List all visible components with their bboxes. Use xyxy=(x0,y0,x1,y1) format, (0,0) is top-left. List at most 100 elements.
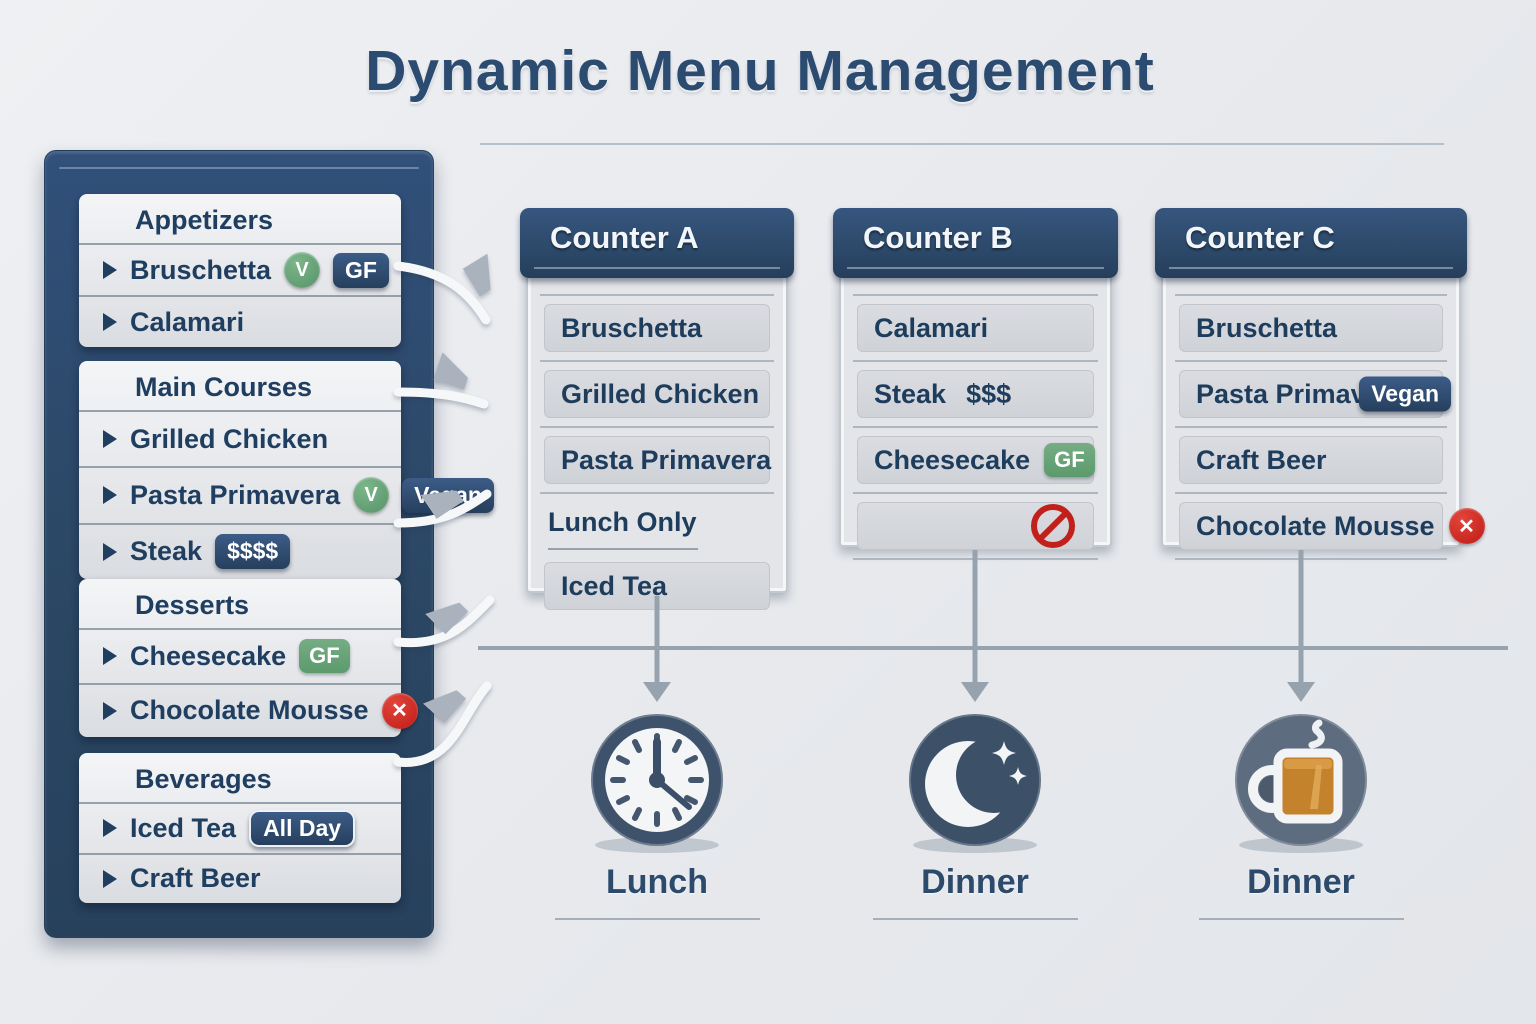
divider xyxy=(853,360,1098,362)
counter-item-blocked-slot[interactable] xyxy=(857,502,1094,550)
item-arrow-icon xyxy=(103,313,117,331)
down-arrowhead-b xyxy=(961,682,989,702)
panel-top-highlight xyxy=(59,167,419,169)
divider xyxy=(79,522,401,525)
menu-item-craft-beer[interactable]: Craft Beer xyxy=(79,855,401,904)
counter-item-chocolate-mousse[interactable]: Chocolate Mousse ✕ xyxy=(1179,502,1485,550)
menu-item-steak[interactable]: Steak $$$$ xyxy=(79,525,401,579)
counter-c-panel: Bruschetta Pasta Primavera Vegan Craft B… xyxy=(1155,208,1485,560)
divider xyxy=(1175,360,1447,362)
schedule-label: Dinner xyxy=(921,863,1029,901)
unavailable-badge: ✕ xyxy=(1448,508,1485,544)
divider xyxy=(853,558,1098,560)
unavailable-badge: ✕ xyxy=(381,692,418,729)
title-underline xyxy=(480,143,1444,145)
vegan-badge: Vegan xyxy=(1359,376,1451,412)
note-underline xyxy=(548,548,698,550)
divider xyxy=(853,294,1098,296)
divider xyxy=(540,426,774,428)
divider xyxy=(853,426,1098,428)
section-title: Appetizers xyxy=(135,205,274,235)
all-day-badge: All Day xyxy=(249,809,356,847)
menu-item-calamari[interactable]: Calamari xyxy=(79,297,401,347)
menu-item-iced-tea[interactable]: Iced Tea All Day xyxy=(79,804,401,853)
lunch-only-note: Lunch Only xyxy=(544,500,770,550)
divider xyxy=(1175,492,1447,494)
section-title: Beverages xyxy=(135,764,272,794)
item-arrow-icon xyxy=(103,486,117,505)
item-arrow-icon xyxy=(103,819,117,838)
menu-section-appetizers: Appetizers Bruschetta V GF Calamari xyxy=(79,194,401,347)
menu-item-grilled-chicken[interactable]: Grilled Chicken xyxy=(79,412,401,466)
header-underline xyxy=(1169,267,1453,269)
schedule-underline xyxy=(554,918,760,920)
counter-c-header: Counter C xyxy=(1155,208,1467,278)
counter-item-cheesecake[interactable]: Cheesecake GF xyxy=(857,436,1095,484)
down-arrowhead-a xyxy=(643,682,671,702)
divider xyxy=(853,492,1098,494)
counter-item-bruschetta[interactable]: Bruschetta xyxy=(1179,304,1443,352)
counter-item-pasta-primavera[interactable]: Pasta Primavera xyxy=(544,436,771,484)
item-arrow-icon xyxy=(103,261,117,279)
moon-icon xyxy=(909,714,1041,853)
menu-item-pasta-primavera[interactable]: Pasta Primavera V Vegan xyxy=(79,468,494,522)
schedule-underline xyxy=(1198,918,1404,920)
vegetarian-badge: V xyxy=(353,477,390,514)
divider xyxy=(79,466,401,469)
item-arrow-icon xyxy=(103,542,117,561)
divider xyxy=(1175,294,1447,296)
divider xyxy=(1175,426,1447,428)
page-title: Dynamic Menu Management xyxy=(365,39,1155,103)
section-title: Desserts xyxy=(135,590,250,620)
vegetarian-badge: V xyxy=(284,252,321,288)
menu-item-bruschetta[interactable]: Bruschetta V GF xyxy=(79,245,401,295)
counter-b-body: Calamari Steak $$$ Cheesecake GF xyxy=(839,272,1112,560)
menu-section-main-courses: Main Courses Grilled Chicken Pasta Prima… xyxy=(79,361,494,579)
counter-a-header: Counter A xyxy=(520,208,794,278)
divider xyxy=(79,852,401,855)
counter-item-steak[interactable]: Steak $$$ xyxy=(857,370,1094,418)
clock-icon xyxy=(591,714,723,853)
counter-c-body: Bruschetta Pasta Primavera Vegan Craft B… xyxy=(1161,272,1485,560)
divider xyxy=(79,628,401,630)
counter-a-panel: Bruschetta Grilled Chicken Pasta Primave… xyxy=(520,208,794,610)
schedule-dinner-c: Dinner xyxy=(1181,705,1421,920)
divider xyxy=(79,802,401,804)
header-underline xyxy=(534,267,780,269)
schedule-label: Dinner xyxy=(1247,863,1355,901)
master-menu-panel: Appetizers Bruschetta V GF Calamari Main… xyxy=(44,150,494,938)
menu-item-chocolate-mousse[interactable]: Chocolate Mousse ✕ xyxy=(79,685,418,738)
menu-section-beverages: Beverages Iced Tea All Day Craft Beer xyxy=(79,753,401,903)
counter-a-body: Bruschetta Grilled Chicken Pasta Primave… xyxy=(526,272,788,610)
divider xyxy=(540,360,774,362)
divider xyxy=(79,295,401,297)
menu-section-desserts: Desserts Cheesecake GF Chocolate Mousse … xyxy=(79,579,418,738)
menu-item-cheesecake[interactable]: Cheesecake GF xyxy=(79,630,401,683)
item-arrow-icon xyxy=(103,647,117,666)
schedule-label: Lunch xyxy=(606,863,708,901)
mug-icon xyxy=(1235,714,1367,853)
counter-b-header: Counter B xyxy=(833,208,1118,278)
schedule-underline xyxy=(872,918,1078,920)
counter-item-calamari[interactable]: Calamari xyxy=(857,304,1094,352)
gluten-free-badge: GF xyxy=(299,639,350,674)
header-underline xyxy=(847,267,1104,269)
price-text: $$$ xyxy=(966,378,1012,409)
schedule-dinner-b: Dinner xyxy=(855,705,1095,920)
section-title: Main Courses xyxy=(135,372,313,402)
gluten-free-badge: GF xyxy=(333,252,389,288)
no-entry-icon xyxy=(1031,504,1075,548)
counter-item-grilled-chicken[interactable]: Grilled Chicken xyxy=(544,370,770,418)
counter-item-craft-beer[interactable]: Craft Beer xyxy=(1179,436,1443,484)
counter-item-pasta-primavera[interactable]: Pasta Primavera Vegan xyxy=(1179,370,1451,418)
item-arrow-icon xyxy=(103,869,117,888)
counter-item-iced-tea[interactable]: Iced Tea xyxy=(544,562,770,610)
down-arrowhead-c xyxy=(1287,682,1315,702)
divider xyxy=(1175,558,1447,560)
divider xyxy=(79,243,401,245)
counter-item-bruschetta[interactable]: Bruschetta xyxy=(544,304,770,352)
item-arrow-icon xyxy=(103,701,117,720)
item-arrow-icon xyxy=(103,430,117,449)
divider xyxy=(79,410,401,412)
